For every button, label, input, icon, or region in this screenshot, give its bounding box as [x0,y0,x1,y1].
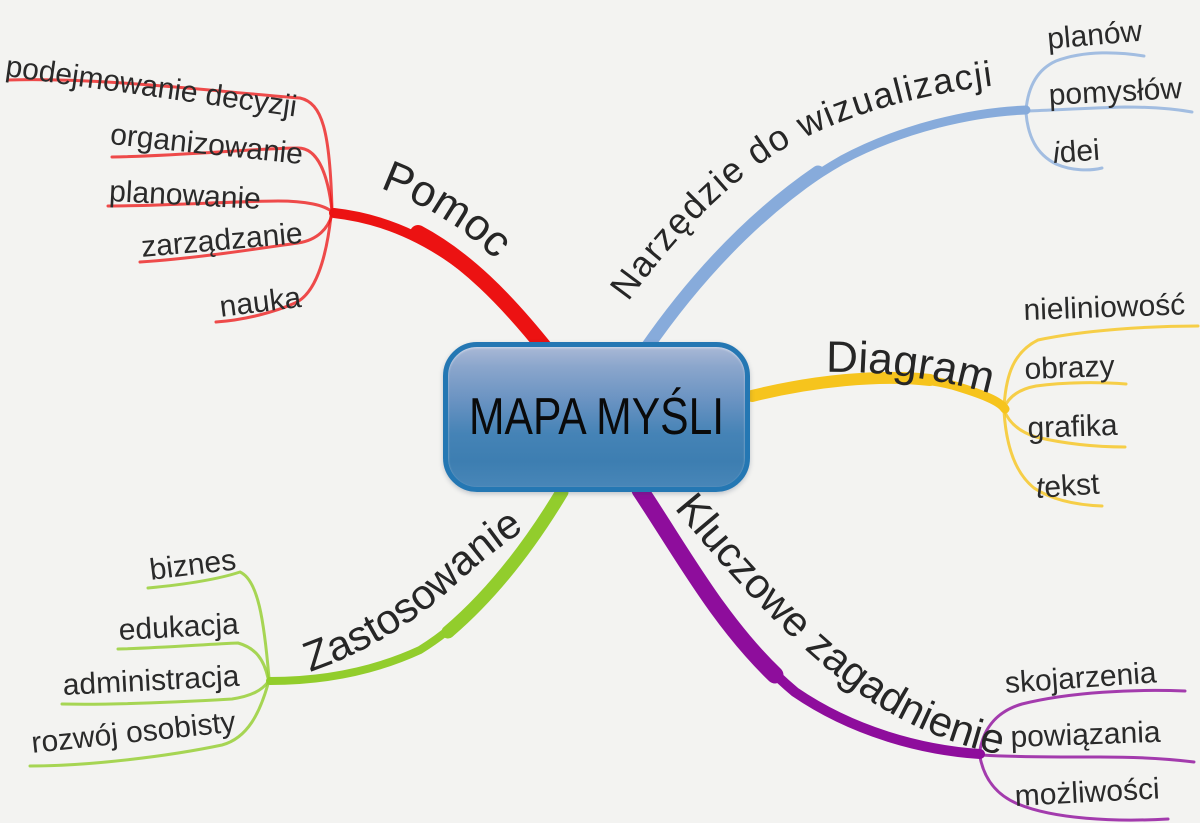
subtopic-label-diagram-2[interactable]: grafika [1026,408,1119,445]
branch-label-diagram-text[interactable]: Diagram [826,333,1000,403]
subtopic-label-diagram-1[interactable]: obrazy [1023,349,1116,386]
subbranch-line-kluczowe-1 [980,753,1196,764]
subbranch-line-pomoc-3 [138,213,334,264]
subbranch-line-diagram-1 [1002,381,1128,410]
subbranch-line-diagram-2 [1002,408,1127,449]
subbranch-line-zastosowanie-0 [146,570,271,680]
subtopic-label-zastosowanie-1[interactable]: edukacja [117,607,240,647]
subbranch-line-diagram-3 [1002,409,1104,508]
subtopic-label-kluczowe-1[interactable]: powiązania [1009,715,1162,754]
branch-taper-diagram [746,371,936,402]
subbranch-line-narzedzie-2 [1024,111,1104,172]
branch-zastosowanie [28,485,569,768]
subtopic-label-kluczowe-2[interactable]: możliwości [1013,772,1161,813]
subtopic-label-diagram-3[interactable]: tekst [1034,467,1101,505]
subbranch-line-narzedzie-0 [1024,51,1146,112]
subbranch-line-pomoc-2 [106,199,334,214]
subbranch-line-zastosowanie-1 [116,641,270,680]
subbranch-line-pomoc-0 [6,78,334,212]
branch-kluczowe [631,481,1196,822]
branch-label-diagram[interactable]: Diagram [826,333,1000,403]
subtopic-label-pomoc-2[interactable]: planowanie [108,175,262,216]
branch-diagram [746,324,1200,508]
subbranch-line-kluczowe-0 [978,688,1187,752]
center-node[interactable]: MAPA MYŚLI [443,342,750,492]
branch-narzedzie [638,51,1194,357]
subbranch-line-zastosowanie-3 [28,682,270,768]
branch-taper-pomoc [410,225,556,360]
branch-taper-zastosowanie [441,485,569,639]
branch-taper-kluczowe [631,481,784,684]
subbranch-line-zastosowanie-2 [60,680,270,706]
subbranch-line-diagram-0 [1002,324,1200,409]
subbranch-line-narzedzie-1 [1026,105,1194,114]
subtopic-label-narzedzie-1[interactable]: pomysłów [1047,72,1183,112]
branch-pomoc [6,78,556,360]
subtopic-label-diagram-0[interactable]: nieliniowość [1022,288,1186,327]
branch-line-narzedzie [640,105,1031,355]
subbranch-line-kluczowe-2 [978,755,1170,822]
subbranch-line-pomoc-4 [214,214,333,324]
center-title: MAPA MYŚLI [468,388,725,446]
subtopic-label-narzedzie-2[interactable]: idei [1051,133,1101,170]
subbranch-line-pomoc-1 [110,146,334,213]
branch-taper-narzedzie [638,165,825,357]
